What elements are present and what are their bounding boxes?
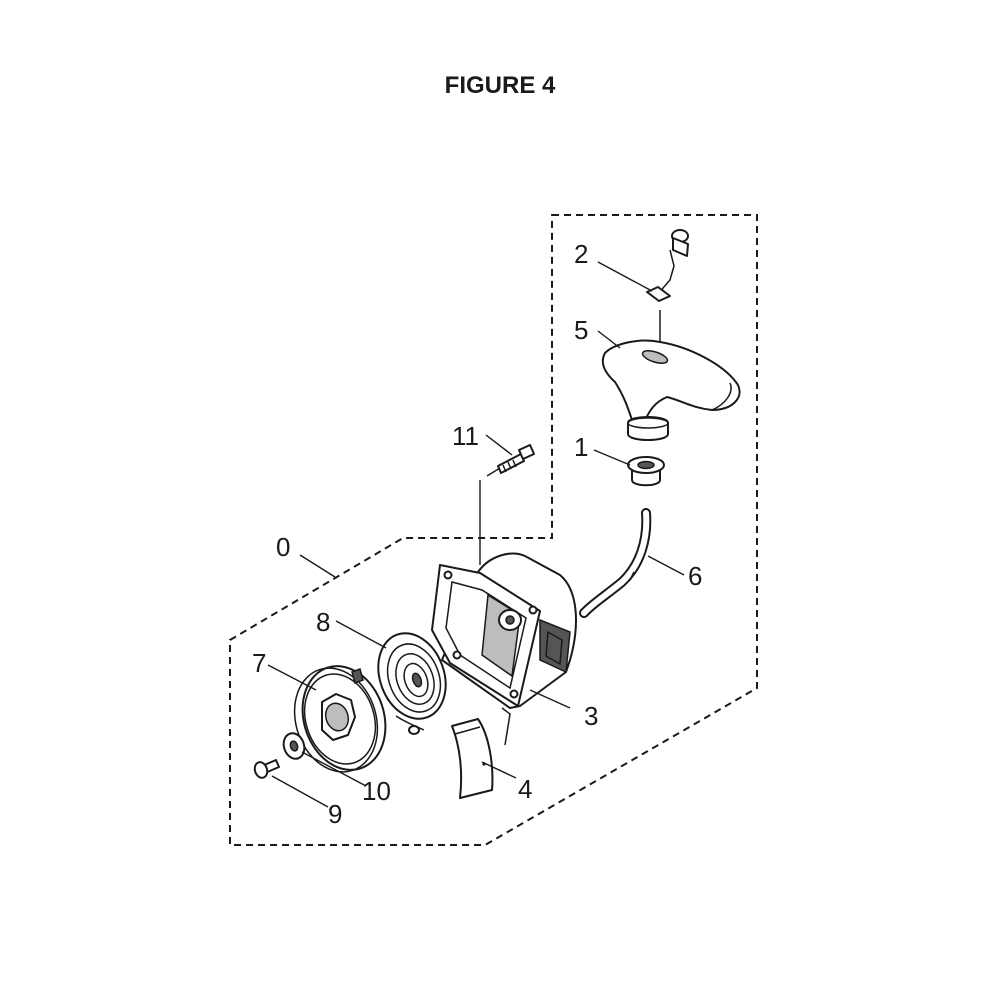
callout-7: 7 (252, 648, 266, 678)
callout-9: 9 (328, 799, 342, 829)
part-11-bolt (486, 444, 535, 477)
callout-6: 6 (688, 561, 702, 591)
callout-11: 11 (452, 421, 479, 451)
callout-labels: 2 5 11 1 0 6 8 7 3 4 10 9 (252, 239, 702, 829)
assembly-boundary (229, 214, 758, 846)
callout-0: 0 (276, 532, 290, 562)
callout-1: 1 (574, 432, 588, 462)
part-2-rope-pin (646, 229, 689, 302)
callout-4: 4 (518, 774, 532, 804)
part-8-recoil-spring (377, 632, 447, 735)
figure-title: FIGURE 4 (444, 72, 556, 99)
part-4-guide-plate (451, 718, 494, 799)
part-7-pulley (293, 665, 387, 773)
callout-2: 2 (574, 239, 588, 269)
part-9-screw (253, 759, 280, 779)
part-6-starter-rope (579, 508, 652, 618)
leader-lines (267, 261, 685, 808)
part-5-starter-handle (601, 310, 741, 441)
callout-5: 5 (574, 315, 588, 345)
part-10-washer (282, 732, 306, 760)
callout-10: 10 (362, 776, 391, 806)
part-3-recoil-housing (431, 480, 577, 746)
part-1-bushing (627, 456, 665, 487)
callout-3: 3 (584, 701, 598, 731)
callout-8: 8 (316, 607, 330, 637)
